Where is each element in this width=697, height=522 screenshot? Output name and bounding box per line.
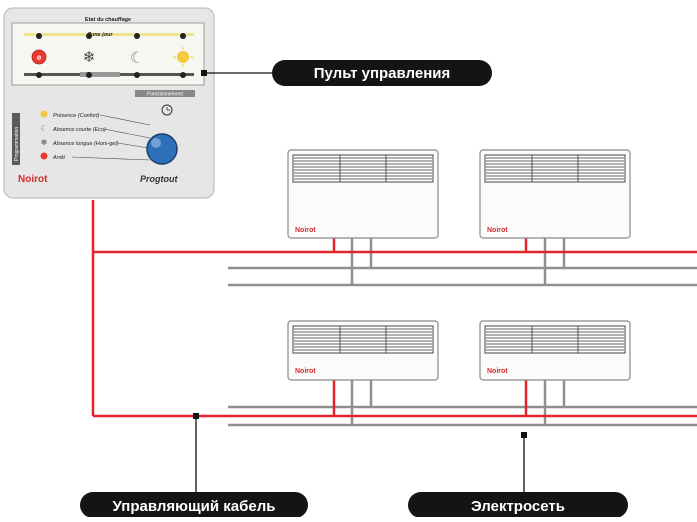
zone-label: Zone jour	[86, 32, 113, 38]
led-indicator	[36, 33, 42, 39]
svg-text:⊘: ⊘	[36, 56, 41, 62]
mode-dial[interactable]	[146, 133, 178, 165]
callout-mains-text: Электросеть	[471, 498, 565, 515]
mode-label: Absence courte (Eco)	[52, 127, 106, 133]
side-label: Programmation	[14, 127, 20, 161]
snowflake-icon: ❄	[83, 49, 96, 66]
program-label: Fonctionnement	[147, 92, 183, 98]
brand-logo: Noirot	[18, 174, 48, 185]
mode-label: Arrêt	[52, 155, 65, 161]
heater-top-right: Noirot	[479, 149, 631, 239]
heater-brand-label: Noirot	[487, 368, 508, 375]
led-indicator	[180, 72, 186, 78]
heater-brand-label: Noirot	[295, 227, 316, 234]
callout-remote: Пульт управления	[272, 60, 492, 86]
heater-bottom-left: Noirot	[287, 320, 439, 381]
heater-bottom-right: Noirot	[479, 320, 631, 381]
callout-connectors	[195, 72, 525, 495]
led-indicator	[134, 72, 140, 78]
led-indicator	[36, 72, 42, 78]
svg-text:☾: ☾	[40, 124, 47, 133]
heater-brand-label: Noirot	[487, 227, 508, 234]
model-logo: Progtout	[140, 174, 178, 184]
led-indicator	[86, 33, 92, 39]
led-indicator	[86, 72, 92, 78]
callout-mains: Электросеть	[408, 492, 628, 518]
stop-indicator-icon	[31, 49, 47, 65]
callout-control-cable-text: Управляющий кабель	[113, 498, 276, 515]
clock-icon	[161, 104, 173, 116]
led-indicator	[180, 33, 186, 39]
led-indicator	[134, 33, 140, 39]
svg-text:❄: ❄	[41, 138, 48, 147]
heater-brand-label: Noirot	[295, 368, 316, 375]
sun-icon	[177, 51, 189, 63]
control-panel: Etat du chauffage Zone jour ⊘ ❄ ☾ Foncti…	[3, 7, 215, 199]
mains-lines	[228, 238, 697, 427]
moon-icon: ☾	[130, 50, 144, 67]
mode-label: Absence longue (Hors-gel)	[52, 141, 119, 147]
panel-heading: Etat du chauffage	[85, 17, 131, 23]
callout-remote-text: Пульт управления	[314, 65, 451, 82]
heater-top-left: Noirot	[287, 149, 439, 239]
callout-control-cable: Управляющий кабель	[80, 492, 308, 518]
mode-label: Présence (Confort)	[53, 113, 100, 119]
